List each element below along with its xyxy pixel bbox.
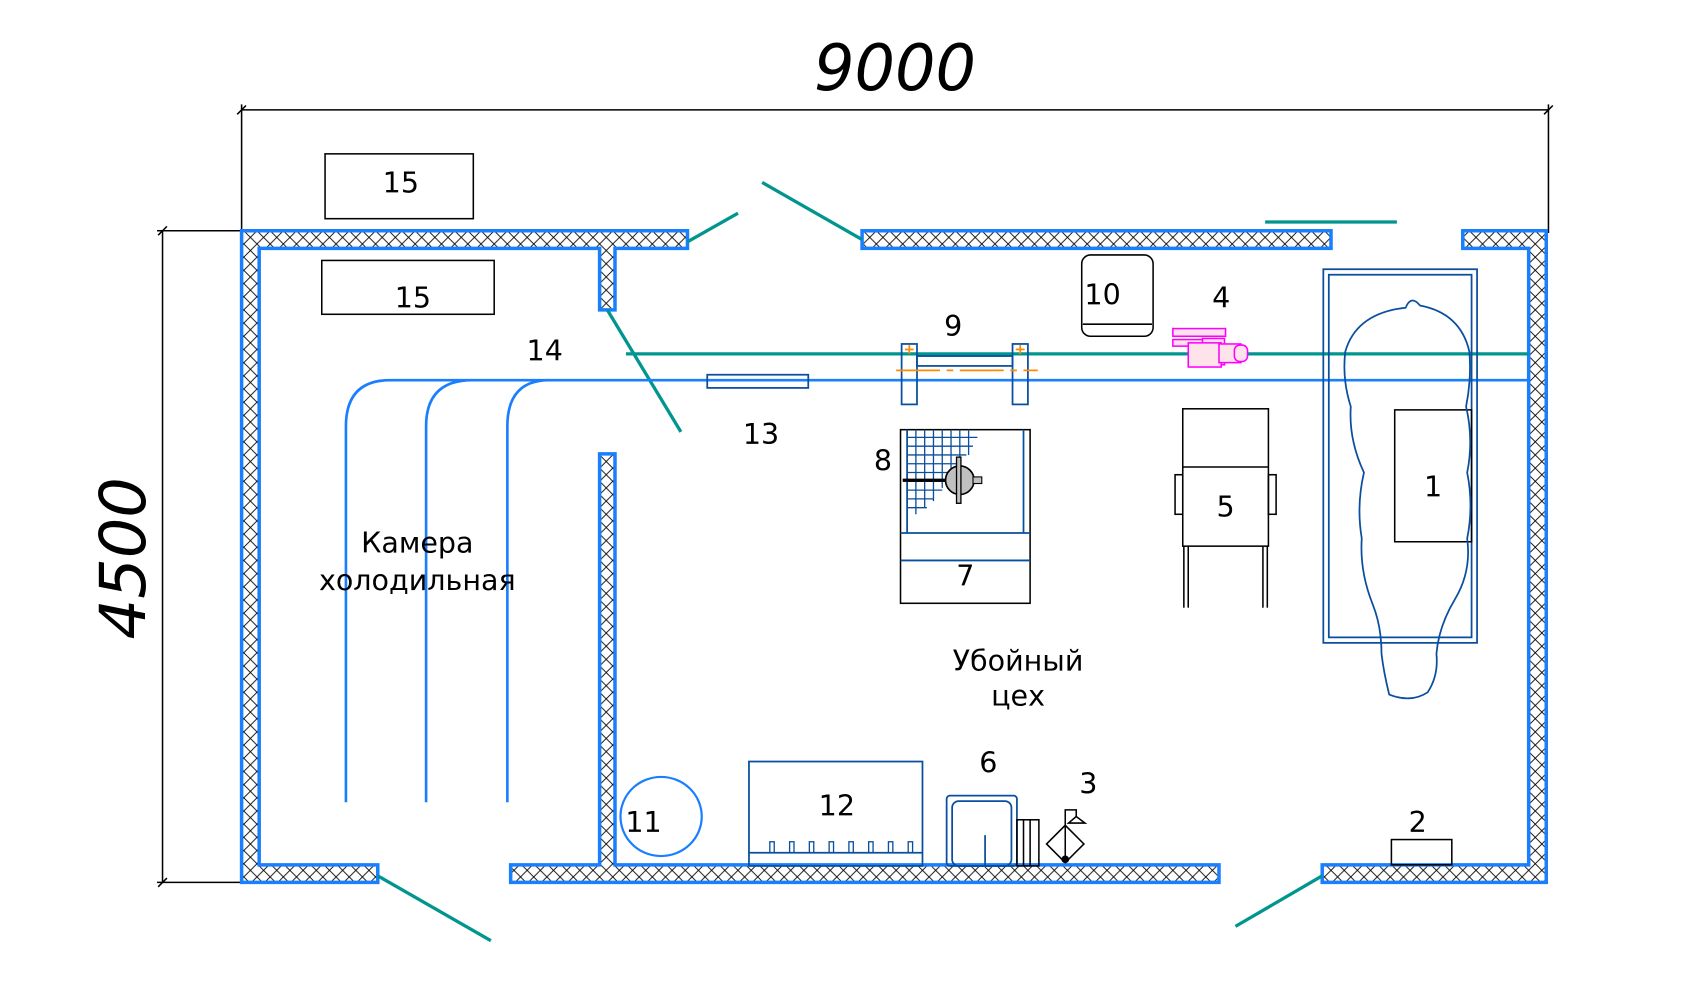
label-item-14: 14 [527,333,563,367]
height-dimension-label: 4500 [87,477,161,639]
overhead-rails [344,352,1529,803]
label-item-5: 5 [1216,489,1234,523]
label-item-13: 13 [743,417,779,451]
room-label-cold-line1: Камера [361,526,473,560]
rail-main [344,378,1529,803]
item-6-sink [945,794,1040,867]
wall-bottom-middle [508,452,1221,885]
rail-branch-2 [424,378,473,803]
label-item-11: 11 [625,805,661,839]
item-3-shower [1045,809,1088,864]
door-top-left [686,211,739,244]
dimension-width: 9000 [236,32,1554,233]
label-item-9: 9 [944,309,962,343]
label-item-15-outside: 15 [383,165,419,199]
wall-top-right [1320,229,1549,885]
rail-branch-3 [506,378,550,803]
door-partition [605,309,683,433]
width-dimension-label: 9000 [814,32,976,106]
item-12-rack [748,760,924,867]
item-7-8-stunning-box [899,428,1031,605]
label-item-1: 1 [1424,470,1442,504]
label-item-3: 3 [1079,766,1097,800]
wall-top-left [239,229,690,885]
item-2-box [1390,838,1453,866]
item-9-hoist [896,343,1038,406]
label-item-12: 12 [819,788,855,822]
room-label-slaughter-line2: цех [991,678,1045,712]
item-4-motor [1172,327,1249,368]
dimension-height: 4500 [87,225,244,888]
label-item-10: 10 [1084,277,1120,311]
door-bottom-right [1234,874,1324,928]
doors [376,180,1397,943]
door-bottom-left [376,874,492,943]
label-item-4: 4 [1212,281,1230,315]
item-15-outside [324,153,475,220]
wall-top-middle [860,229,1333,251]
label-item-2: 2 [1409,805,1427,839]
item-11-tank [619,775,703,858]
label-item-8: 8 [874,443,892,477]
door-top-right [761,180,863,241]
item-5-scalder [1174,408,1277,608]
item-10-unit [1080,254,1154,338]
item-13-switch [706,373,810,389]
room-label-slaughter-line1: Убойный [953,643,1084,677]
label-item-7: 7 [956,559,974,593]
room-label-cold-line2: холодильная [319,563,516,597]
item-15-inside [321,259,495,316]
label-item-15-inside: 15 [395,281,431,315]
label-item-6: 6 [979,746,997,780]
item-1-carcass-table [1322,268,1478,700]
